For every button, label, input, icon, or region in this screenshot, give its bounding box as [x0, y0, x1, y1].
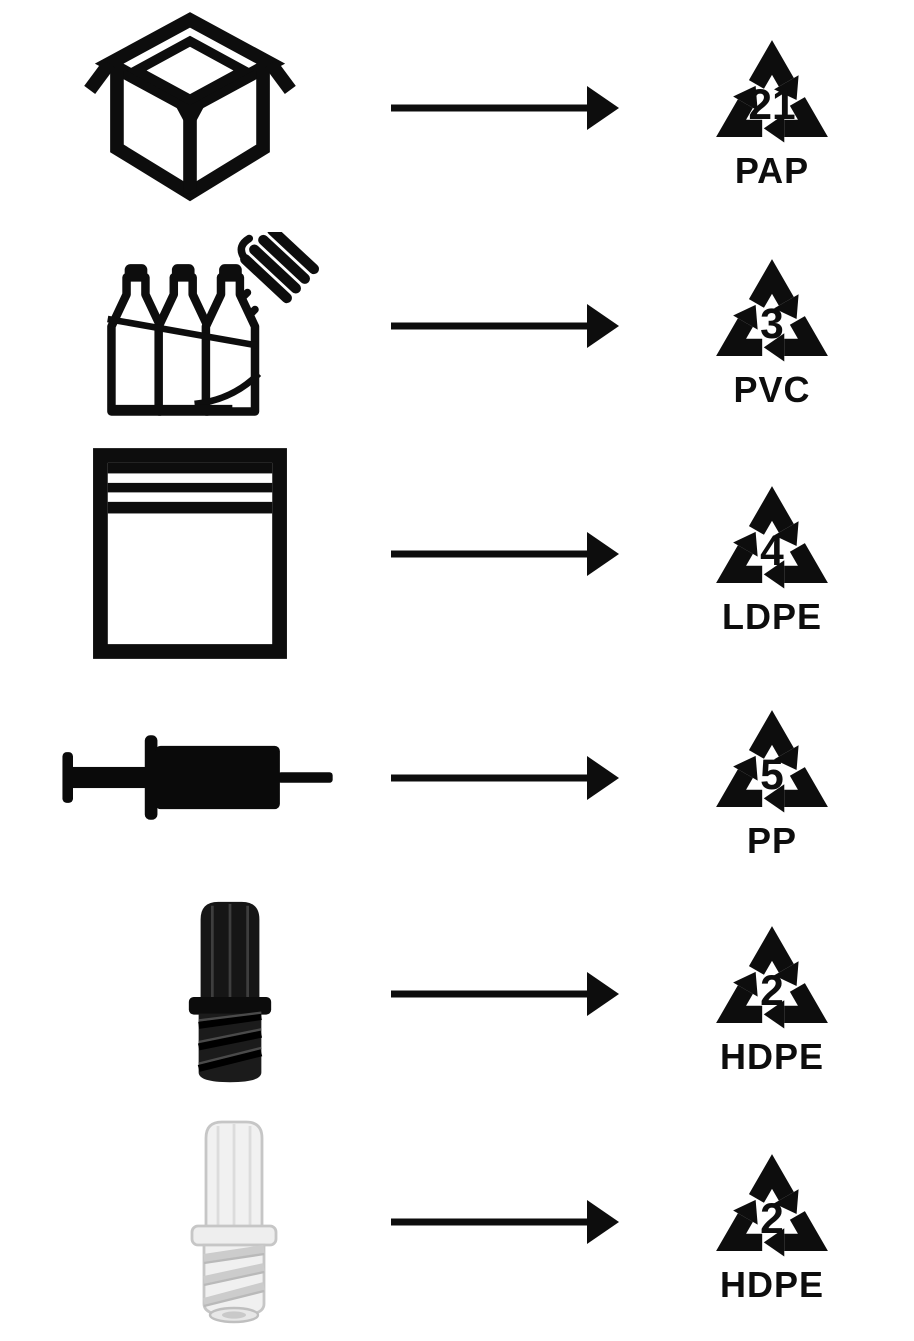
- recycling-number: 21: [748, 82, 795, 129]
- heat-sealer-icon: [237, 231, 319, 303]
- cardboard-box-icon: [84, 12, 296, 202]
- recycling-number: 2: [760, 968, 784, 1015]
- mapping-row: 3 PVC: [0, 215, 914, 437]
- right-arrow-icon: [391, 755, 619, 800]
- recycling-code-cell: 3 PVC: [630, 245, 914, 408]
- arrow-cell: [380, 304, 630, 348]
- arrow-cell: [380, 531, 630, 576]
- recycling-mobius-loop-icon: 2: [693, 912, 851, 1038]
- recycling-mobius-loop-icon: 4: [693, 472, 851, 598]
- mapping-row: 2 HDPE: [0, 885, 914, 1102]
- recycling-code-cell: 2 HDPE: [630, 1140, 914, 1303]
- right-arrow-icon: [391, 1199, 619, 1244]
- recycling-number: 4: [760, 528, 784, 575]
- arrow-cell: [380, 1199, 630, 1244]
- mapping-row: 4 LDPE: [0, 437, 914, 670]
- mapping-row: 21 PAP: [0, 0, 914, 215]
- recycling-mobius-loop-icon: 5: [693, 696, 851, 822]
- right-arrow-icon: [391, 971, 619, 1016]
- recycling-mobius-loop-icon: 21: [693, 26, 851, 152]
- arrow-cell: [380, 755, 630, 800]
- recycling-mobius-loop-icon: 3: [693, 245, 851, 371]
- recycling-code-cell: 21 PAP: [630, 26, 914, 189]
- recycling-number: 3: [760, 300, 784, 347]
- item-icon-cell: [16, 730, 396, 825]
- ziplock-bag-icon: [93, 448, 287, 659]
- shrink-film-lines: [107, 315, 262, 411]
- white-screw-cap-icon: [190, 1120, 278, 1323]
- material-code-label: PVC: [733, 368, 811, 410]
- mapping-row: 5 PP: [0, 670, 914, 885]
- material-code-label: HDPE: [719, 1036, 825, 1077]
- recycling-mobius-loop-icon: 2: [693, 1140, 851, 1266]
- right-arrow-icon: [391, 531, 619, 576]
- material-code-label: HDPE: [719, 1264, 825, 1305]
- shrink-wrapped-bottles-icon: [107, 231, 319, 416]
- bottles: [107, 263, 260, 416]
- right-arrow-icon: [391, 304, 619, 348]
- recycling-code-cell: 5 PP: [630, 696, 914, 859]
- item-icon-cell: [40, 896, 420, 1092]
- material-code-label: LDPE: [721, 596, 822, 637]
- item-icon-cell: [0, 448, 380, 659]
- arrow-cell: [380, 971, 630, 1016]
- recycling-number: 2: [760, 1196, 784, 1243]
- item-icon-cell: [0, 10, 380, 205]
- material-code-label: PP: [746, 820, 798, 861]
- item-icon-cell: [44, 1118, 424, 1326]
- black-screw-cap-icon: [188, 901, 272, 1082]
- recycling-code-cell: 2 HDPE: [630, 912, 914, 1075]
- material-code-label: PAP: [734, 150, 810, 191]
- item-icon-cell: [14, 231, 394, 421]
- syringe-icon: [62, 735, 333, 820]
- mapping-row: 2 HDPE: [0, 1102, 914, 1341]
- recycling-number: 5: [760, 752, 784, 799]
- arrow-cell: [380, 85, 630, 130]
- right-arrow-icon: [391, 85, 619, 130]
- recycling-code-cell: 4 LDPE: [630, 472, 914, 635]
